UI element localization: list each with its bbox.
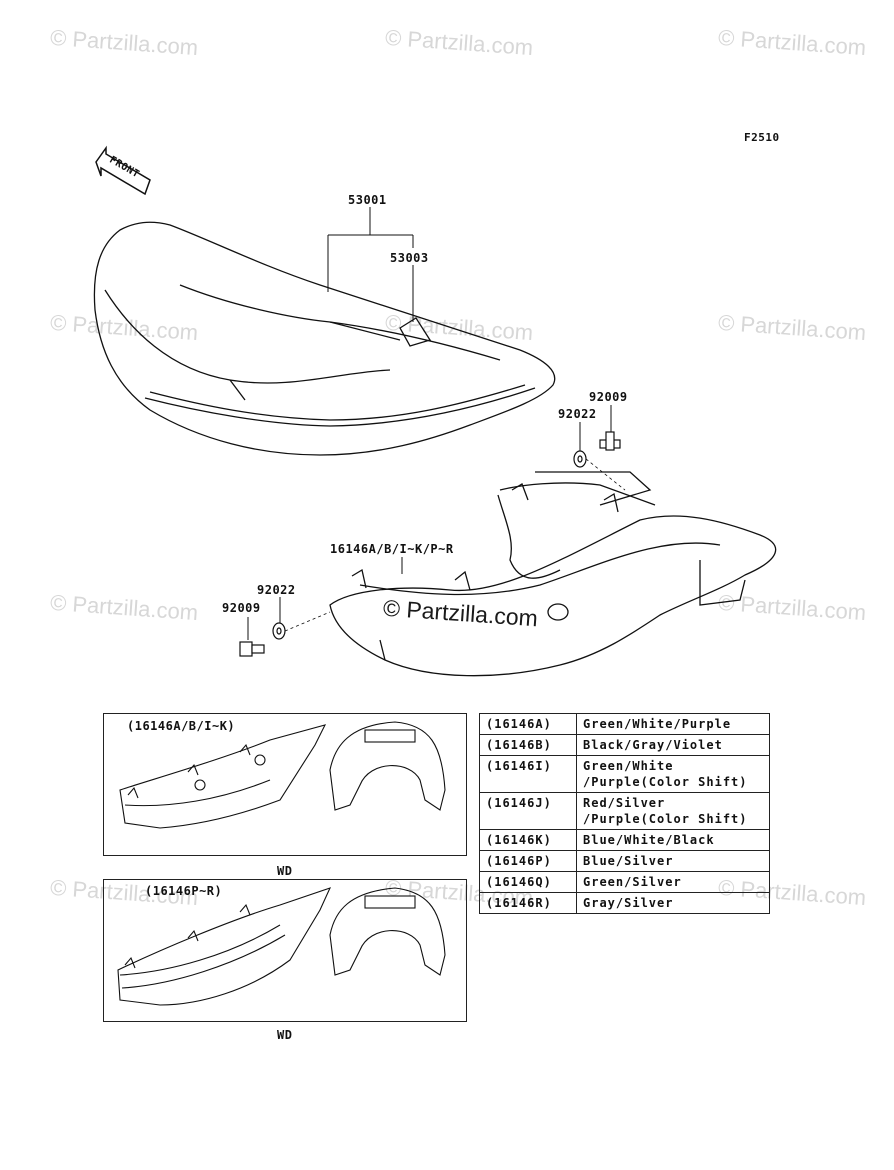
side-cover-drawing (329, 471, 777, 677)
table-row: (16146I) Green/White/Purple(Color Shift) (479, 755, 770, 793)
table-cell-code: (16146J) (479, 792, 577, 830)
table-row: (16146Q) Green/Silver (479, 871, 770, 893)
inset-top-drawing (119, 721, 446, 829)
callout-92022-left: 92022 (257, 583, 296, 597)
callout-92009-right: 92009 (589, 390, 628, 404)
table-row: (16146K) Blue/White/Black (479, 829, 770, 851)
table-cell-color: Blue/Silver (576, 850, 770, 872)
inset-bottom-title: (16146P~R) (145, 884, 223, 898)
inset-top-box (103, 713, 467, 856)
front-arrow-icon (95, 145, 151, 196)
callout-53001: 53001 (348, 193, 387, 207)
table-cell-code: (16146A) (479, 713, 577, 735)
table-cell-color: Green/White/Purple(Color Shift) (576, 755, 770, 793)
callout-16146: 16146A/B/I~K/P~R (330, 542, 454, 556)
table-cell-color: Red/Silver/Purple(Color Shift) (576, 792, 770, 830)
table-row: (16146A) Green/White/Purple (479, 713, 770, 735)
table-cell-color: Black/Gray/Violet (576, 734, 770, 756)
table-row: (16146J) Red/Silver/Purple(Color Shift) (479, 792, 770, 830)
table-cell-code: (16146K) (479, 829, 577, 851)
seat-drawing (93, 221, 556, 456)
table-cell-code: (16146I) (479, 755, 577, 793)
table-row: (16146P) Blue/Silver (479, 850, 770, 872)
callout-53003: 53003 (390, 251, 429, 265)
inset-bottom-box (103, 879, 467, 1022)
color-table: (16146A) Green/White/Purple (16146B) Bla… (479, 713, 770, 914)
bolt-icon (239, 431, 621, 657)
table-cell-color: Green/White/Purple (576, 713, 770, 735)
table-cell-code: (16146P) (479, 850, 577, 872)
table-cell-color: Green/Silver (576, 871, 770, 893)
table-row: (16146R) Gray/Silver (479, 892, 770, 914)
inset-top-title: (16146A/B/I~K) (127, 719, 236, 733)
table-row: (16146B) Black/Gray/Violet (479, 734, 770, 756)
table-cell-code: (16146B) (479, 734, 577, 756)
table-cell-code: (16146R) (479, 892, 577, 914)
figure-code: F2510 (744, 131, 780, 144)
table-cell-code: (16146Q) (479, 871, 577, 893)
table-cell-color: Blue/White/Black (576, 829, 770, 851)
inset-bottom-caption: WD (277, 1028, 293, 1042)
callout-92009-left: 92009 (222, 601, 261, 615)
inset-bottom-drawing (117, 887, 446, 1006)
table-cell-color: Gray/Silver (576, 892, 770, 914)
inset-top-caption: WD (277, 864, 293, 878)
callout-92022-right: 92022 (558, 407, 597, 421)
